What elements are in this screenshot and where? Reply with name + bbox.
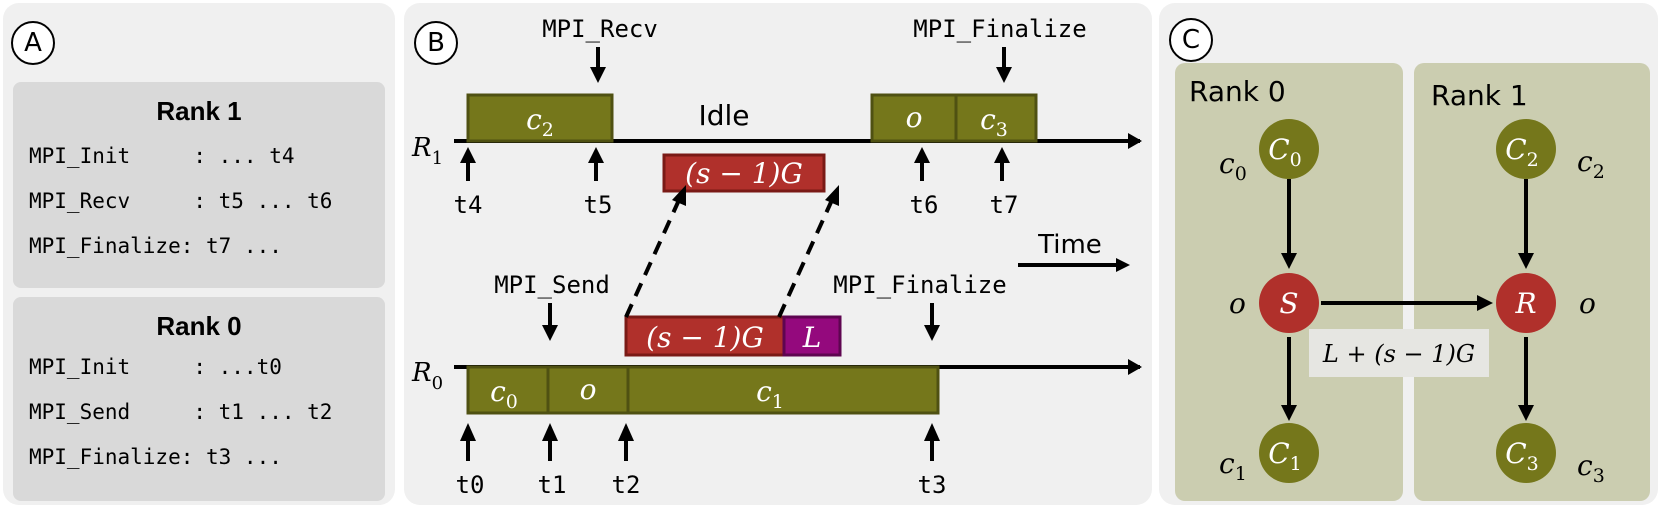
node-r-label: R — [1514, 287, 1536, 320]
node-c2 — [1496, 119, 1556, 179]
rank1-overhead-label-o: o — [906, 101, 923, 134]
tick-label-t0: t0 — [456, 471, 485, 499]
node-c1-label: C1 — [1268, 437, 1302, 475]
panel-c-label: C — [1169, 18, 1213, 62]
rank1-column-title: Rank 1 — [1431, 79, 1528, 112]
message-end-arrow — [777, 199, 834, 318]
rank1-time-ticks — [460, 147, 1010, 181]
rank0-overhead-label-o: o — [580, 373, 597, 406]
message-start-arrow — [624, 199, 681, 318]
rank0-trace-line: MPI_Send : t1 ... t2 — [29, 400, 333, 424]
dependency-graph: Rank 0 Rank 1 L + (s − 1)G C0 S C1 C2 R … — [1175, 63, 1650, 501]
node-c2-label: C2 — [1505, 133, 1539, 171]
cost-label-c1: c1 — [1219, 447, 1247, 485]
rank0-time-ticks — [460, 423, 940, 461]
tick-label-t3: t3 — [918, 471, 947, 499]
latency-label: L — [802, 321, 822, 354]
idle-label: Idle — [698, 99, 749, 132]
node-c0-label: C0 — [1268, 133, 1302, 171]
time-label: Time — [1037, 230, 1102, 260]
rank0-compute-label-c1: c1 — [756, 375, 784, 413]
rank1-compute-block-c3 — [954, 93, 1038, 143]
panel-b-label: B — [414, 21, 458, 65]
cost-label-c0: c0 — [1219, 147, 1247, 185]
timeline-diagram: R1 R0 c2 o c3 Idle (s − 1)G c0 o c1 (s −… — [411, 15, 1142, 499]
recv-gap-label: (s − 1)G — [685, 157, 803, 190]
time-arrowhead — [1116, 258, 1130, 272]
message-start-arrowhead — [672, 185, 686, 206]
rank1-trace-box: Rank 1 MPI_Init : ... t4 MPI_Recv : t5 .… — [13, 82, 385, 288]
tick-label-t6: t6 — [910, 191, 939, 219]
rank0-trace-line: MPI_Init : ...t0 — [29, 355, 282, 379]
rank0-trace-title: Rank 0 — [156, 311, 242, 341]
panel-a-label: A — [11, 21, 55, 65]
node-c1 — [1259, 423, 1319, 483]
node-c3 — [1496, 423, 1556, 483]
dependency-edges — [1281, 179, 1534, 421]
mpi-finalize-rank0-arrowhead — [924, 325, 940, 341]
cost-label-c3: c3 — [1577, 449, 1605, 487]
rank0-compute-block-c1 — [626, 365, 940, 415]
rank0-column-title: Rank 0 — [1189, 75, 1286, 108]
cost-label-o-right: o — [1579, 287, 1596, 320]
cost-label-o-left: o — [1229, 287, 1246, 320]
rank1-timeline-arrowhead — [1128, 133, 1142, 149]
message-edge-label: L + (s − 1)G — [1322, 340, 1475, 368]
tick-label-t5: t5 — [584, 191, 613, 219]
mpi-finalize-rank1-arrowhead — [996, 67, 1012, 83]
node-s — [1259, 273, 1319, 333]
rank1-trace-line: MPI_Recv : t5 ... t6 — [29, 189, 333, 213]
message-end-arrowhead — [825, 185, 839, 206]
recv-gap-block — [662, 153, 826, 193]
send-gap-block — [624, 315, 786, 357]
rank0-trace-line: MPI_Finalize: t3 ... — [29, 445, 282, 469]
node-r — [1496, 273, 1556, 333]
rank0-timeline-arrowhead — [1128, 359, 1142, 375]
panel-a: A Rank 1 MPI_Init : ... t4 MPI_Recv : t5… — [3, 3, 395, 505]
rank1-compute-label-c3: c3 — [980, 103, 1008, 141]
node-c3-label: C3 — [1505, 437, 1539, 475]
rank1-axis-label: R1 — [411, 133, 443, 169]
mpi-finalize-rank0-label: MPI_Finalize — [833, 271, 1006, 299]
rank1-trace-line: MPI_Finalize: t7 ... — [29, 234, 282, 258]
mpi-recv-arrowhead — [590, 67, 606, 83]
mpi-send-label: MPI_Send — [494, 271, 610, 299]
node-c0 — [1259, 119, 1319, 179]
latency-block — [782, 315, 842, 357]
mpi-send-arrowhead — [542, 325, 558, 341]
tick-label-t1: t1 — [538, 471, 567, 499]
tick-label-t2: t2 — [612, 471, 641, 499]
mpi-finalize-rank1-label: MPI_Finalize — [913, 15, 1086, 43]
tick-label-t4: t4 — [454, 191, 483, 219]
message-edge-label-box — [1309, 329, 1489, 377]
rank1-overhead-block-o — [870, 93, 958, 143]
rank0-trace-box: Rank 0 MPI_Init : ...t0 MPI_Send : t1 ..… — [13, 297, 385, 501]
send-gap-label: (s − 1)G — [646, 321, 764, 354]
rank1-compute-label-c2: c2 — [526, 103, 554, 141]
tick-label-t7: t7 — [990, 191, 1019, 219]
panel-b: B R1 R0 c2 o c3 Idle (s − 1)G c0 — [404, 3, 1152, 505]
cost-label-c2: c2 — [1577, 145, 1605, 183]
rank0-compute-label-c0: c0 — [490, 375, 518, 413]
node-s-label: S — [1279, 287, 1298, 320]
panel-c: C Rank 0 Rank 1 L + (s − 1)G C0 S C1 C2 … — [1159, 3, 1658, 505]
rank1-compute-block-c2 — [466, 93, 614, 143]
mpi-recv-label: MPI_Recv — [542, 15, 658, 43]
rank1-trace-title: Rank 1 — [156, 96, 242, 126]
rank1-trace-line: MPI_Init : ... t4 — [29, 144, 295, 168]
rank0-axis-label: R0 — [411, 358, 443, 394]
